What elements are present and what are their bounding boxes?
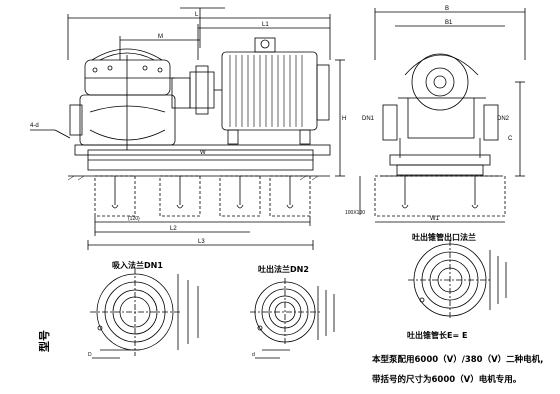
dim-M-label: M	[158, 34, 163, 40]
dim-B1-label: B1	[445, 20, 453, 26]
dim-100-label: 100X100	[345, 210, 365, 216]
dn1-label: DN1	[362, 116, 375, 122]
outlet-flange-detail	[250, 278, 335, 359]
dim-L1-label: L1	[262, 22, 269, 28]
anchor-note-label: 4-d	[30, 123, 39, 129]
dn2-label: DN2	[497, 116, 510, 122]
dim-W-label: W	[200, 150, 206, 156]
note-line-1: 本型泵配用6000（V）/380（V）二种电机,	[372, 354, 543, 365]
dim-L3-label: L3	[198, 239, 205, 245]
dim-L-label: L	[195, 12, 199, 18]
end-view	[359, 8, 526, 223]
inlet-flange-detail	[90, 268, 199, 359]
dim-d-label: d	[252, 352, 255, 358]
dim-C-label: C	[508, 136, 513, 142]
model-side-label: 型号	[37, 330, 51, 352]
dim-120-label: (120)	[128, 216, 140, 222]
outlet-pipe-flange-title: 吐出锥管出口法兰	[412, 232, 476, 242]
inlet-flange-title: 吸入法兰DN1	[112, 260, 163, 270]
outlet-flange-title: 吐出法兰DN2	[258, 264, 309, 274]
dim-W1-label: W1	[430, 216, 440, 222]
dim-D-label: D	[88, 352, 92, 358]
dim-B-label: B	[445, 6, 449, 12]
outlet-pipe-length: 吐出锥管长E= E	[407, 330, 467, 340]
outlet-pipe-flange-detail	[408, 240, 507, 320]
note-line-2: 带括号的尺寸为6000（V）电机专用。	[372, 374, 521, 385]
dim-H-label: H	[342, 116, 346, 122]
dim-L2-label: L2	[170, 226, 177, 232]
side-view	[30, 7, 345, 250]
